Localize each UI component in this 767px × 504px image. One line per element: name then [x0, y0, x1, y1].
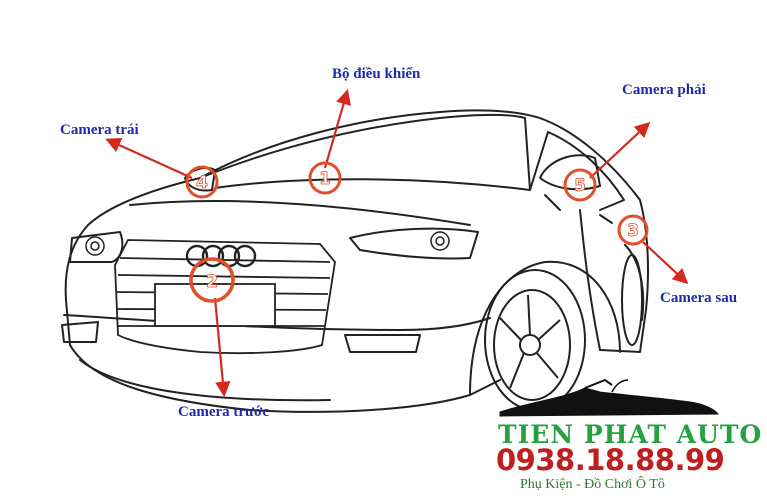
marker-5-number: 5 — [574, 176, 586, 196]
arrow-1 — [323, 89, 351, 169]
marker-5: 5 — [563, 168, 597, 202]
front-wheel — [484, 269, 586, 411]
marker-2-number: 2 — [206, 272, 218, 292]
marker-1-number: 1 — [319, 169, 331, 189]
marker-1: 1 — [308, 161, 342, 195]
marker-4: 4 — [185, 165, 219, 199]
label-front-camera: Camera trước — [178, 404, 270, 420]
label-rear-camera: Camera sau — [660, 290, 738, 306]
brand-phone: 0938.18.88.99 — [496, 443, 725, 477]
rear-wheel — [621, 254, 643, 346]
arrow-3 — [642, 241, 689, 285]
marker-2: 2 — [189, 257, 235, 303]
marker-3-number: 3 — [627, 221, 639, 241]
convertible-car-silhouette-icon — [499, 378, 719, 417]
car-outline — [61, 109, 649, 413]
label-left-camera: Camera trái — [60, 122, 139, 138]
callout-arrows — [105, 89, 689, 398]
label-right-camera: Camera phải — [622, 82, 706, 98]
marker-4-number: 4 — [196, 173, 208, 193]
brand-name: TIEN PHAT AUTO — [498, 420, 763, 449]
arrow-5 — [589, 121, 651, 179]
label-controller: Bộ điều khiển — [332, 66, 421, 82]
headlight-details — [85, 231, 450, 256]
arrow-2 — [213, 297, 231, 398]
arrow-4 — [105, 138, 193, 180]
marker-3: 3 — [617, 214, 649, 246]
brand-tagline: Phụ Kiện - Đồ Chơi Ô Tô — [520, 477, 665, 492]
